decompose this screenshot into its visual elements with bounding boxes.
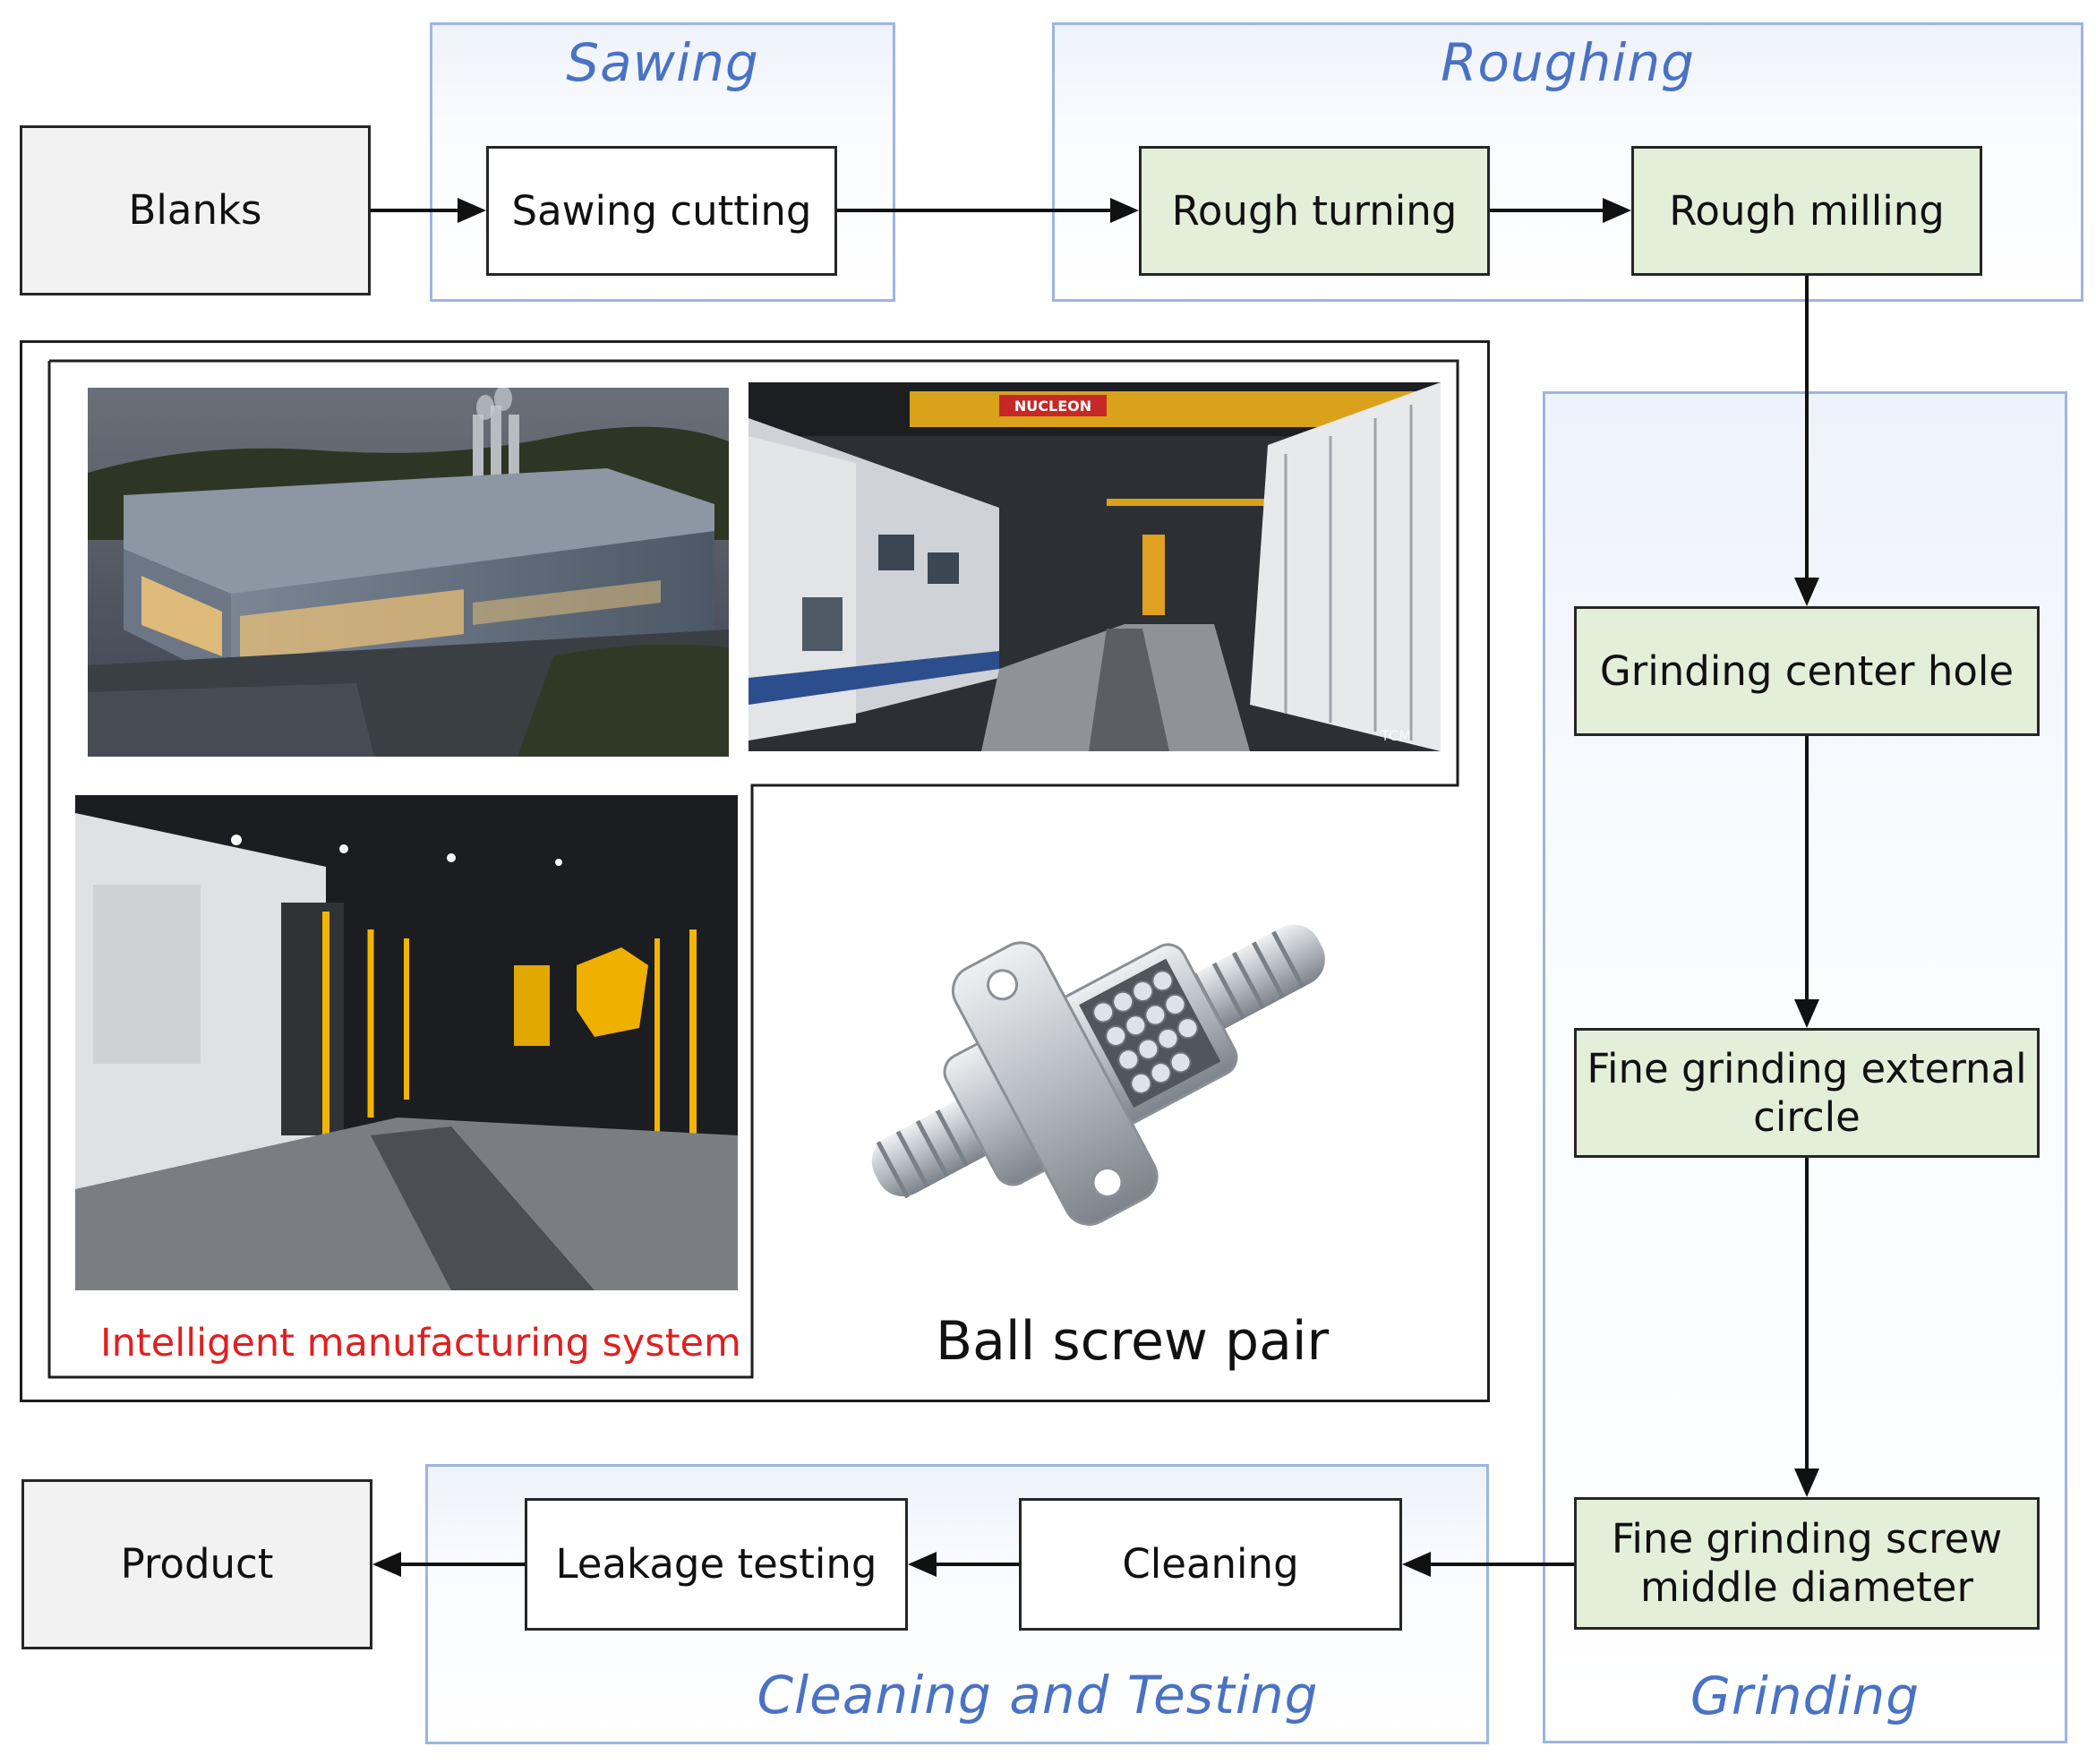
robotic-cell-photo — [75, 795, 738, 1290]
ball-screw-illustration — [863, 846, 1329, 1265]
box-fine-grinding-external: Fine grinding external circle — [1574, 1028, 2040, 1158]
box-fine-grinding-screw: Fine grinding screw middle diameter — [1574, 1497, 2040, 1630]
box-rough-milling: Rough milling — [1631, 146, 1982, 276]
box-product: Product — [21, 1479, 372, 1649]
box-blanks: Blanks — [20, 125, 371, 295]
stage-cleaning-testing-label: Cleaning and Testing — [757, 1665, 1319, 1725]
watermark-text: TCM — [1380, 727, 1411, 744]
ball-screw-pair-caption: Ball screw pair — [936, 1310, 1330, 1373]
box-leakage-testing: Leakage testing — [525, 1498, 908, 1631]
stage-sawing-label: Sawing — [566, 32, 759, 93]
stage-grinding-label: Grinding — [1690, 1666, 1921, 1726]
stage-roughing-label: Roughing — [1441, 32, 1695, 93]
box-rough-turning: Rough turning — [1139, 146, 1490, 276]
box-grinding-center-hole: Grinding center hole — [1574, 606, 2040, 736]
arrowhead-leakage-to-product — [372, 1552, 401, 1577]
factory-exterior-photo — [88, 388, 729, 757]
crane-sign-text: NUCLEON — [1014, 398, 1091, 415]
box-cleaning: Cleaning — [1019, 1498, 1402, 1631]
intelligent-manufacturing-caption: Intelligent manufacturing system — [100, 1321, 741, 1366]
production-line-photo: NUCLEON TCM — [749, 382, 1441, 751]
box-sawing-cutting: Sawing cutting — [486, 146, 837, 276]
